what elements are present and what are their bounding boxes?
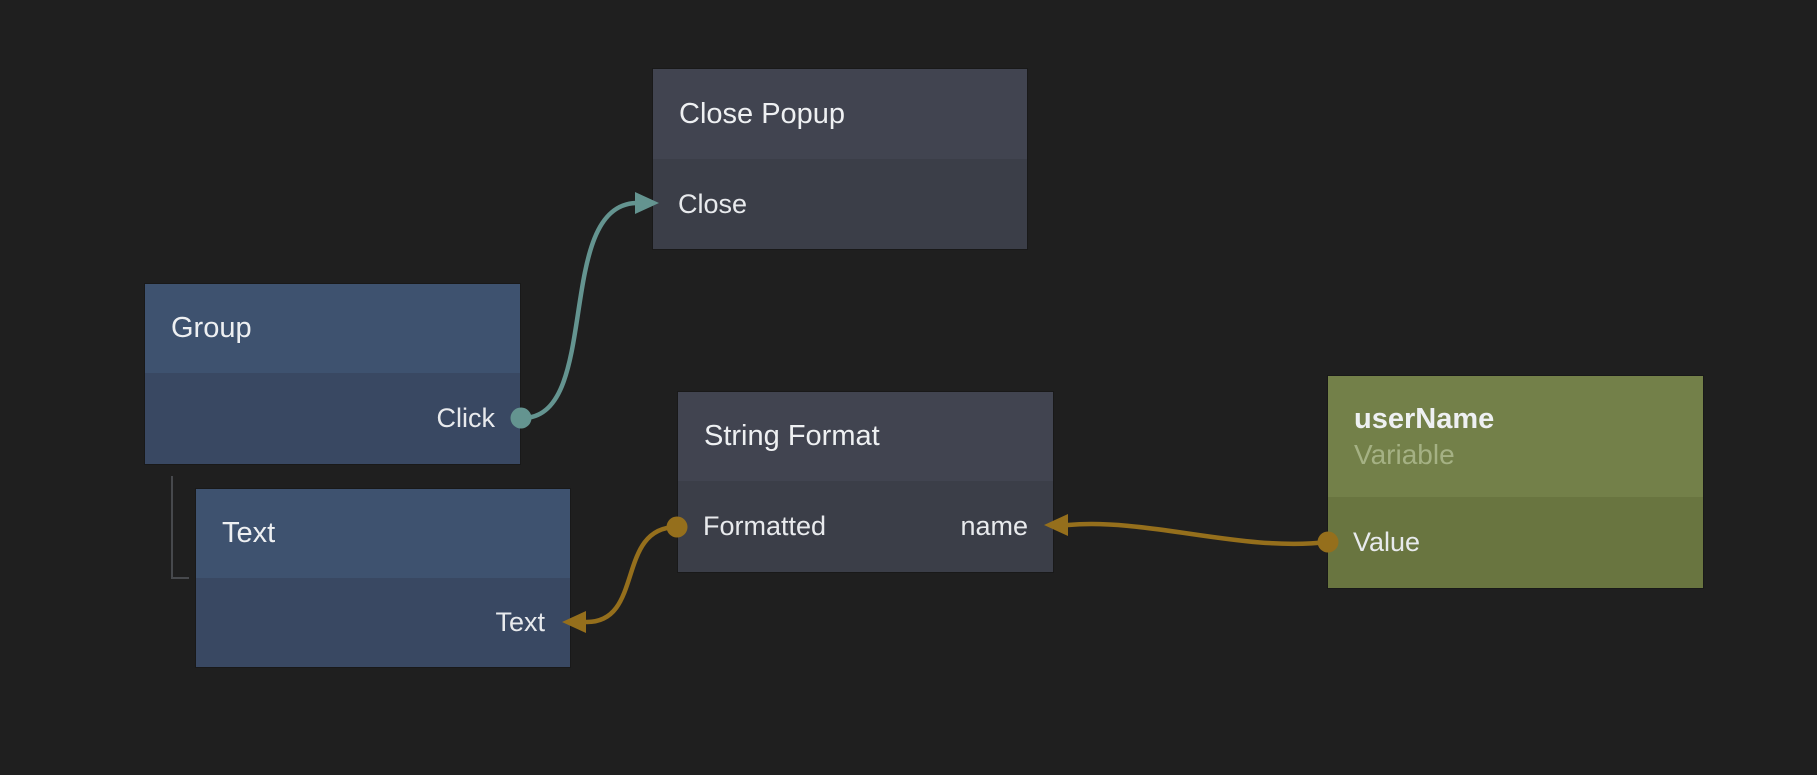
port-close-input[interactable]: Close bbox=[678, 188, 748, 219]
node-group-body: Click bbox=[145, 373, 520, 464]
node-username-body: Value bbox=[1328, 497, 1703, 588]
edge-username-value-to-string-format-name[interactable] bbox=[1065, 521, 1331, 547]
port-click-output[interactable]: Click bbox=[436, 403, 496, 433]
node-string-format-title: String Format bbox=[704, 420, 880, 453]
node-username-header: userName Variable bbox=[1328, 376, 1703, 497]
node-text-title: Text bbox=[222, 517, 276, 550]
node-username-title: userName bbox=[1354, 402, 1495, 435]
port-formatted-output[interactable]: Formatted bbox=[703, 511, 827, 541]
node-text-header: Text bbox=[196, 489, 570, 578]
node-group[interactable]: Group Click bbox=[145, 284, 520, 464]
node-close-popup-header: Close Popup bbox=[653, 69, 1027, 159]
node-group-title: Group bbox=[171, 312, 252, 345]
node-group-header: Group bbox=[145, 284, 520, 373]
node-close-popup[interactable]: Close Popup Close bbox=[653, 69, 1027, 249]
node-string-format-body: Formatted name bbox=[678, 481, 1053, 572]
port-name-input[interactable]: name bbox=[960, 511, 1028, 541]
node-username-variable[interactable]: userName Variable Value bbox=[1328, 376, 1703, 588]
node-username-subtitle: Variable bbox=[1354, 439, 1455, 471]
hierarchy-connector-group-text bbox=[171, 476, 189, 579]
node-close-popup-title: Close Popup bbox=[679, 97, 846, 130]
port-value-output[interactable]: Value bbox=[1353, 527, 1421, 557]
node-text-body: Text bbox=[196, 578, 570, 667]
edge-group-click-to-close-popup-close[interactable] bbox=[518, 200, 639, 421]
node-text[interactable]: Text Text bbox=[196, 489, 570, 667]
node-string-format[interactable]: String Format Formatted name bbox=[678, 392, 1053, 572]
node-close-popup-body: Close bbox=[653, 159, 1027, 249]
node-string-format-header: String Format bbox=[678, 392, 1053, 481]
edge-string-format-formatted-to-text-text[interactable] bbox=[583, 524, 680, 625]
port-text-input[interactable]: Text bbox=[495, 607, 545, 637]
